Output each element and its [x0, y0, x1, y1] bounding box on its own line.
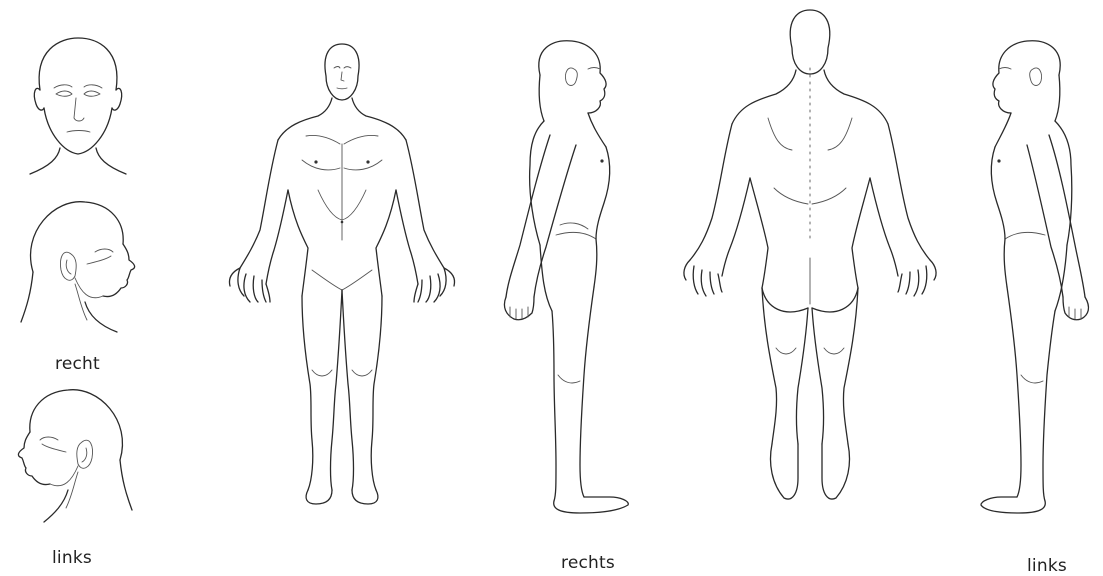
body-left-side-figure	[975, 35, 1103, 515]
head-right-profile-figure	[15, 192, 145, 342]
head-left-label: links	[52, 548, 92, 568]
head-left-profile-figure	[8, 380, 138, 530]
body-left-label: links	[1027, 556, 1067, 576]
body-right-side-figure	[500, 35, 650, 515]
body-right-label: rechts	[561, 553, 615, 573]
body-front-figure	[222, 40, 462, 510]
head-front-figure	[20, 30, 135, 180]
head-right-label: recht	[55, 354, 100, 374]
body-back-figure	[680, 8, 940, 508]
